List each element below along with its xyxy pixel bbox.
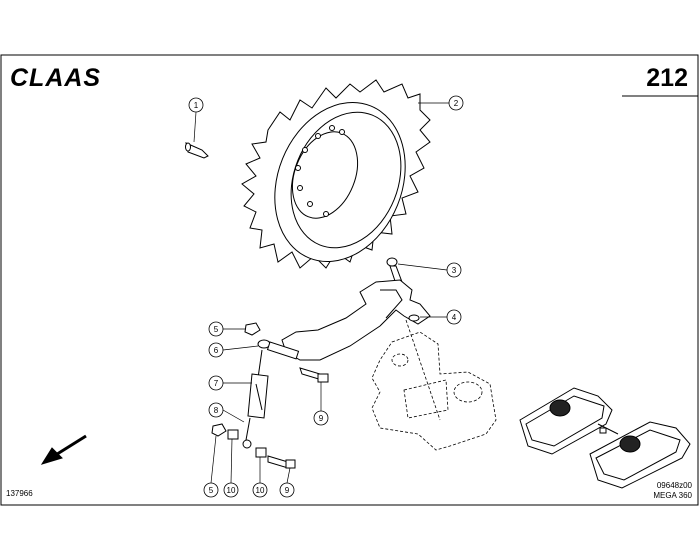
diagram-border: [0, 54, 699, 506]
svg-text:4: 4: [452, 313, 457, 322]
callout-8: 8: [208, 402, 245, 423]
figure-code: 09648z00: [657, 481, 693, 490]
callout-7: 7: [208, 375, 252, 391]
svg-text:7: 7: [214, 379, 219, 388]
svg-text:3: 3: [452, 266, 457, 275]
svg-text:8: 8: [214, 406, 219, 415]
part-pin: [185, 142, 209, 159]
page-number: 212: [646, 64, 688, 92]
part-screw-lower: [267, 455, 296, 469]
callout-1: 1: [188, 97, 204, 143]
part-nut-lower: [211, 423, 227, 437]
svg-text:9: 9: [319, 414, 324, 423]
reference-housing: [371, 319, 497, 451]
part-bushing-left: [227, 429, 239, 440]
callout-6: 6: [208, 342, 259, 358]
model-name: MEGA 360: [653, 491, 692, 500]
callout-5-lower: 5: [203, 435, 219, 498]
part-screw-upper: [299, 367, 329, 383]
drawing-number: 137966: [6, 489, 33, 498]
callout-10-left: 10: [223, 438, 239, 498]
svg-text:6: 6: [214, 346, 219, 355]
part-rod-end: [257, 339, 300, 360]
callout-4: 4: [420, 309, 462, 325]
part-sprocket-wheel: [241, 79, 431, 269]
svg-text:10: 10: [256, 486, 265, 495]
callout-10-right: 10: [252, 457, 268, 498]
part-clamp-bracket: [281, 279, 431, 361]
callout-9-upper: 9: [313, 382, 329, 426]
svg-text:1: 1: [194, 101, 199, 110]
svg-text:10: 10: [227, 486, 236, 495]
direction-arrow-icon: [40, 434, 87, 465]
svg-text:5: 5: [209, 486, 214, 495]
callout-9-lower: 9: [279, 467, 295, 498]
callout-5-upper: 5: [208, 321, 246, 337]
part-nut-upper: [244, 322, 261, 336]
callout-3: 3: [397, 262, 462, 278]
vehicle-thumbnail: [519, 387, 691, 489]
callout-2: 2: [418, 95, 464, 111]
svg-text:2: 2: [454, 99, 459, 108]
part-bolt: [386, 257, 403, 285]
svg-text:9: 9: [285, 486, 290, 495]
brand-logo: CLAAS: [10, 64, 101, 92]
part-bushing-right: [255, 447, 267, 458]
svg-text:5: 5: [214, 325, 219, 334]
part-turnbuckle: [242, 349, 269, 449]
